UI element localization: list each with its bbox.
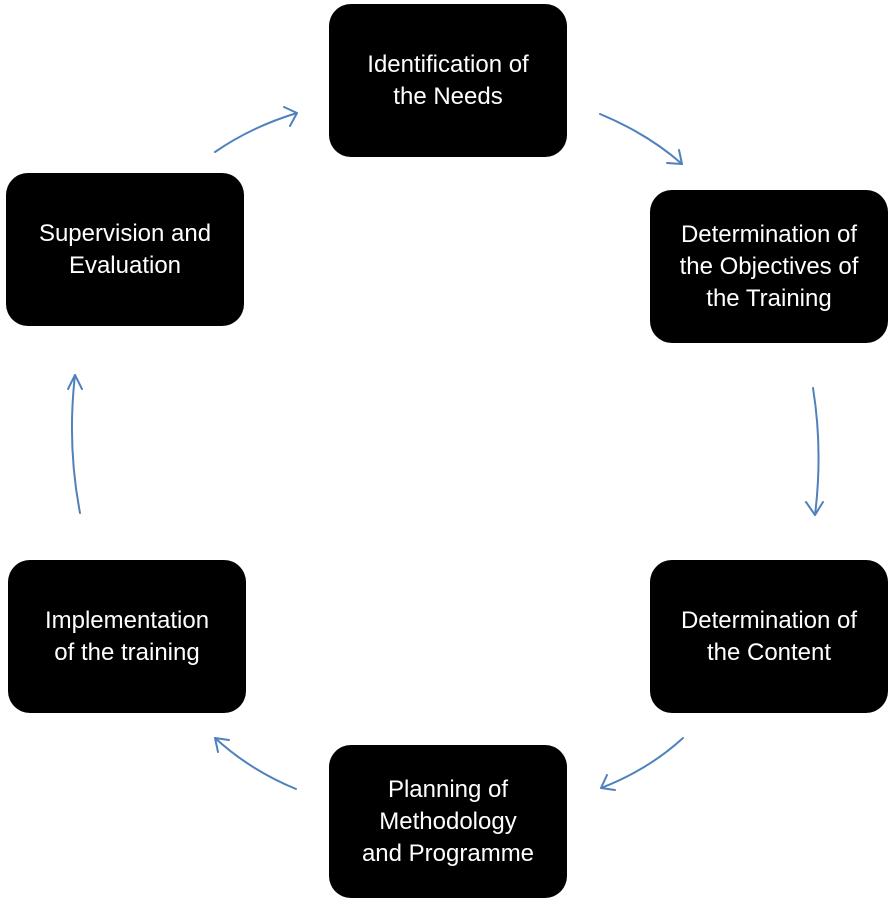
arrow-content-to-planning [600, 737, 684, 791]
step-label: Implementation of the training [44, 606, 210, 666]
step-label: Determination of the Objectives of the T… [679, 220, 859, 312]
step-determination-of-content: Determination of the Content [650, 560, 888, 713]
arrow-supervision-to-needs [214, 106, 298, 153]
step-label: Identification of the Needs [367, 50, 529, 110]
arrow-needs-to-objectives [599, 113, 683, 165]
step-identification-of-needs: Identification of the Needs [329, 4, 567, 157]
arrow-implementation-to-supervision [67, 374, 83, 514]
step-implementation-of-training: Implementation of the training [8, 560, 246, 713]
arrow-objectives-to-content [805, 387, 824, 516]
step-label: Planning of Methodology and Programme [361, 775, 535, 867]
arrow-planning-to-implementation [214, 737, 297, 790]
step-planning-of-methodology: Planning of Methodology and Programme [329, 745, 567, 898]
step-label: Supervision and Evaluation [38, 219, 212, 279]
step-label: Determination of the Content [680, 606, 858, 666]
step-determination-of-objectives: Determination of the Objectives of the T… [650, 190, 888, 343]
step-supervision-and-evaluation: Supervision and Evaluation [6, 173, 244, 326]
